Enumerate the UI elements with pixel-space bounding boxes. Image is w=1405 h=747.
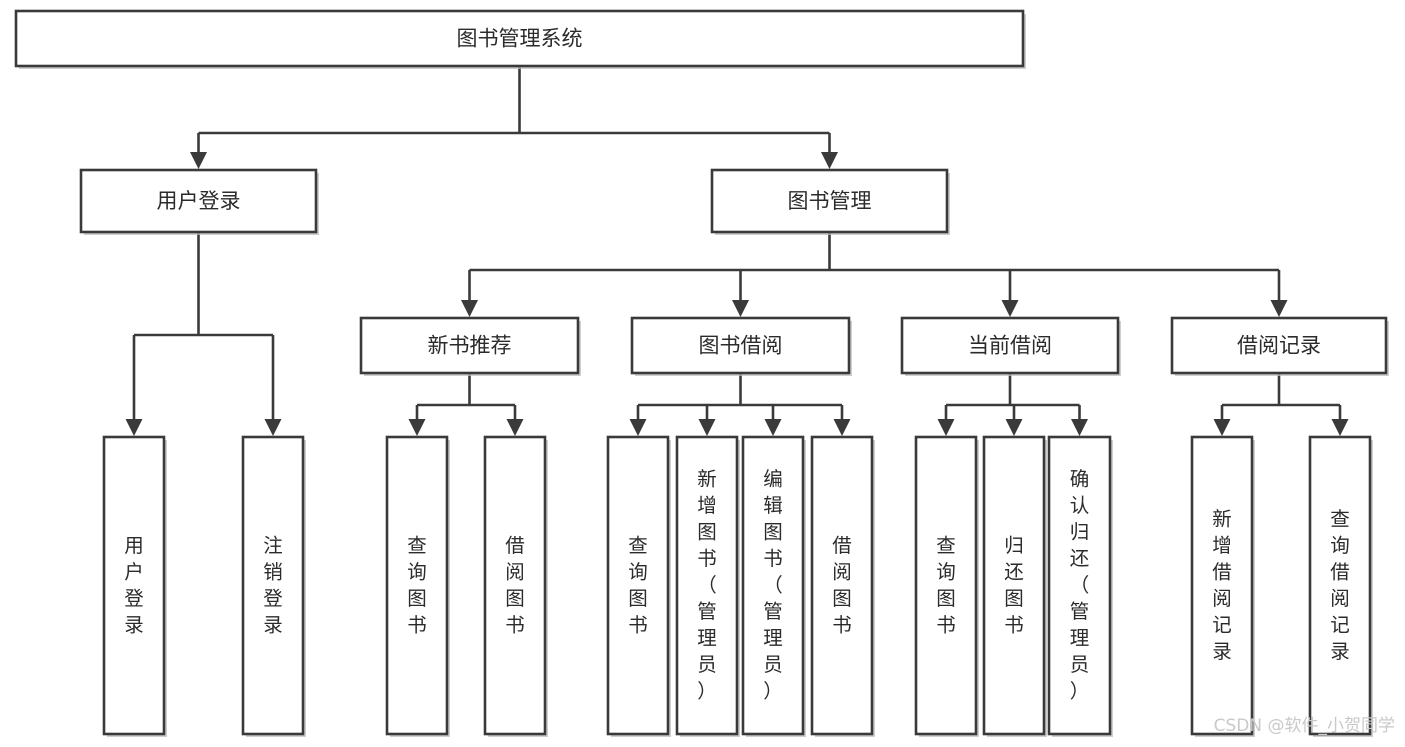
arrow-head-icon: [506, 419, 524, 436]
node-bb-borrow-book[interactable]: 借阅图书: [810, 435, 875, 737]
node-nb-query-book[interactable]: 查询图书: [385, 435, 450, 737]
node-label-br-query-record: 查询借阅记录: [1330, 507, 1350, 663]
node-br-query-record[interactable]: 查询借阅记录: [1308, 435, 1373, 737]
arrow-head-icon: [1331, 419, 1349, 436]
node-label-borrow-record: 借阅记录: [1237, 334, 1321, 358]
arrow-head-icon: [1001, 300, 1019, 317]
node-label-bb-add-book: 新增图书（管理员）: [697, 467, 717, 702]
node-label-cb-query-book: 查询图书: [936, 533, 956, 636]
node-book-management[interactable]: 图书管理: [710, 168, 950, 235]
arrow-head-icon: [408, 419, 426, 436]
node-label-book-management: 图书管理: [788, 189, 872, 213]
node-label-book-borrow: 图书借阅: [699, 334, 783, 358]
node-user-login-do[interactable]: 用户登录: [102, 435, 167, 737]
node-current-borrow[interactable]: 当前借阅: [900, 316, 1121, 376]
node-nb-borrow-book[interactable]: 借阅图书: [483, 435, 548, 737]
node-label-root: 图书管理系统: [457, 27, 583, 51]
arrow-head-icon: [125, 419, 143, 436]
arrow-head-icon: [764, 419, 782, 436]
node-label-cb-confirm-return: 确认归还（管理员）: [1070, 467, 1090, 702]
node-cb-confirm-return[interactable]: 确认归还（管理员）: [1047, 435, 1113, 737]
node-label-br-add-record: 新增借阅记录: [1212, 507, 1232, 663]
node-br-add-record[interactable]: 新增借阅记录: [1190, 435, 1255, 737]
arrow-head-icon: [190, 152, 207, 169]
node-bb-edit-book[interactable]: 编辑图书（管理员）: [741, 435, 806, 737]
arrow-head-icon: [1005, 419, 1023, 436]
node-label-user-login-do: 用户登录: [124, 533, 144, 636]
arrow-head-icon: [833, 419, 851, 436]
arrow-head-icon: [264, 419, 282, 436]
node-bb-add-book[interactable]: 新增图书（管理员）: [675, 435, 740, 737]
node-user-logout[interactable]: 注销登录: [241, 435, 306, 737]
node-label-current-borrow: 当前借阅: [968, 334, 1052, 358]
node-label-bb-query-book: 查询图书: [628, 533, 648, 636]
arrow-head-icon: [461, 300, 478, 317]
node-root[interactable]: 图书管理系统: [14, 9, 1026, 69]
node-label-bb-edit-book: 编辑图书（管理员）: [763, 467, 783, 702]
arrow-head-icon: [732, 300, 749, 317]
node-bb-query-book[interactable]: 查询图书: [606, 435, 671, 737]
arrow-head-icon: [821, 152, 838, 169]
connectors-layer: [125, 66, 1349, 436]
node-label-bb-borrow-book: 借阅图书: [832, 533, 852, 636]
node-label-cb-return-book: 归还图书: [1004, 533, 1024, 636]
node-book-borrow[interactable]: 图书借阅: [630, 316, 852, 376]
node-borrow-record[interactable]: 借阅记录: [1170, 316, 1389, 376]
nodes-layer: 图书管理系统用户登录用户登录注销登录图书管理新书推荐查询图书借阅图书图书借阅查询…: [14, 9, 1389, 737]
arrow-head-icon: [1071, 419, 1088, 436]
node-cb-return-book[interactable]: 归还图书: [982, 435, 1047, 737]
arrow-head-icon: [629, 419, 647, 436]
arrow-head-icon: [698, 419, 716, 436]
node-user-login[interactable]: 用户登录: [79, 168, 319, 235]
node-label-user-login: 用户登录: [157, 189, 241, 213]
csdn-watermark: CSDN @软件_小贺同学: [1214, 716, 1395, 736]
arrow-head-icon: [1213, 419, 1231, 436]
arrow-head-icon: [1270, 300, 1288, 317]
node-label-nb-borrow-book: 借阅图书: [505, 533, 525, 636]
node-label-nb-query-book: 查询图书: [407, 533, 427, 636]
node-new-book-recommend[interactable]: 新书推荐: [359, 316, 581, 376]
node-label-new-book-recommend: 新书推荐: [428, 334, 512, 358]
node-cb-query-book[interactable]: 查询图书: [914, 435, 979, 737]
arrow-head-icon: [937, 419, 955, 436]
node-label-user-logout: 注销登录: [263, 533, 283, 636]
